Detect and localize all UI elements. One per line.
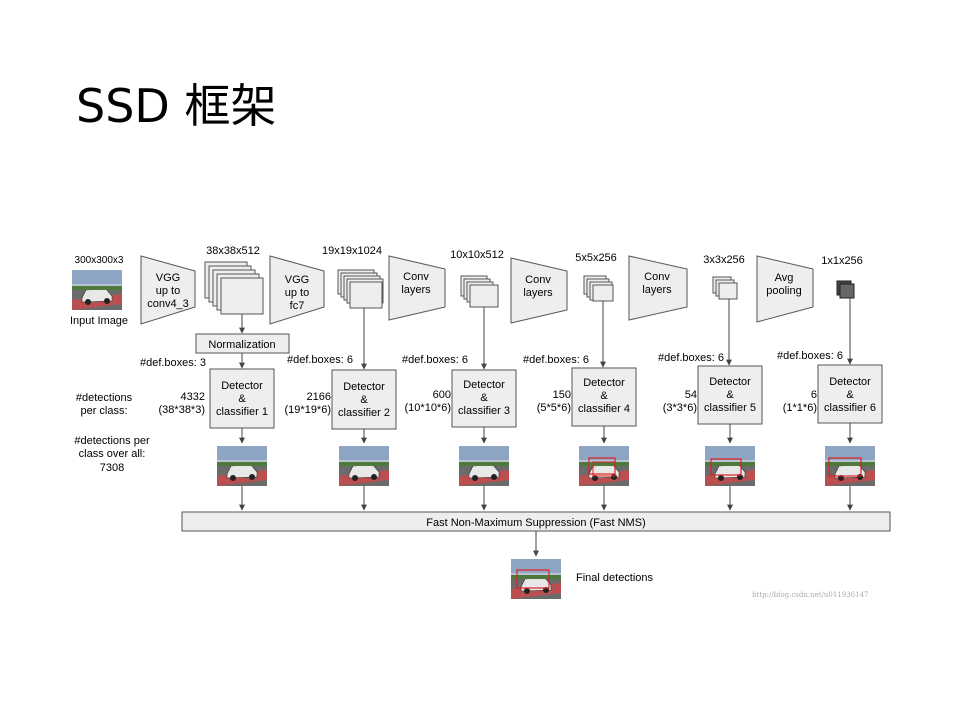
detector-1-formula: (38*38*3) <box>159 404 205 416</box>
defboxes-1: #def.boxes: 3 <box>140 357 206 369</box>
detector-3-count: 600 <box>433 389 451 401</box>
conv-layers-3-block <box>628 255 688 321</box>
vgg-conv4-l2: up to <box>156 285 180 297</box>
detector-3-l1: Detector <box>463 379 505 391</box>
detector-6-box <box>817 364 883 424</box>
detector-4-l1: Detector <box>583 377 625 389</box>
feature-map-5-stack <box>712 276 738 300</box>
detection-thumb-4 <box>578 445 630 487</box>
detector-5-formula: (3*3*6) <box>663 402 697 414</box>
watermark: http://blog.csdn.net/u011936147 <box>752 591 868 599</box>
detector-1-l3: classifier 1 <box>216 406 268 418</box>
overall-label-l3: 7308 <box>100 462 124 474</box>
input-image <box>71 269 123 311</box>
detector-edges <box>239 423 853 444</box>
conv-layers-3-l2: layers <box>642 284 672 296</box>
input-size-label: 300x300x3 <box>75 255 124 266</box>
detector-4-l3: classifier 4 <box>578 403 630 415</box>
detector-4-count: 150 <box>553 389 571 401</box>
overall-label-l1: #detections per <box>74 435 150 447</box>
detector-5-count: 54 <box>685 389 697 401</box>
vgg-conv4-l1: VGG <box>156 272 180 284</box>
final-detections-label: Final detections <box>576 572 654 584</box>
conv-layers-1-block <box>388 255 446 321</box>
feature-map-1-size: 38x38x512 <box>206 245 260 257</box>
nms-label: Fast Non-Maximum Suppression (Fast NMS) <box>426 517 645 529</box>
defboxes-5: #def.boxes: 6 <box>658 352 724 364</box>
vgg-fc7-l3: fc7 <box>290 300 305 312</box>
detection-thumb-6 <box>824 445 876 487</box>
input-image-label: Input Image <box>70 315 128 327</box>
conv-layers-2-l1: Conv <box>525 274 551 286</box>
detection-thumb-3 <box>458 445 510 487</box>
feature-map-6-size: 1x1x256 <box>821 255 863 267</box>
conv-layers-2-block <box>510 257 568 324</box>
feature-map-4-size: 5x5x256 <box>575 252 617 264</box>
vgg-conv4-block <box>140 255 196 325</box>
defboxes-2: #def.boxes: 6 <box>287 354 353 366</box>
conv-layers-2-l2: layers <box>523 287 553 299</box>
detector-3-box <box>451 369 517 428</box>
detector-1-l1: Detector <box>221 380 263 392</box>
vgg-fc7-l1: VGG <box>285 274 309 286</box>
feature-map-2-stack <box>337 269 384 309</box>
detector-2-box <box>331 369 397 430</box>
vgg-conv4-l3: conv4_3 <box>147 298 189 310</box>
overall-label-l2: class over all: <box>79 448 146 460</box>
conv-layers-3-l1: Conv <box>644 271 670 283</box>
conv-layers-1-l1: Conv <box>403 271 429 283</box>
detection-thumb-1 <box>216 445 268 487</box>
detection-thumb-2 <box>338 445 390 487</box>
thumb-edges <box>239 486 853 511</box>
detector-4-box <box>571 367 637 427</box>
feature-map-2-size: 19x19x1024 <box>322 245 382 257</box>
avg-pooling-l1: Avg <box>775 272 794 284</box>
detector-1-count: 4332 <box>181 391 205 403</box>
feature-map-5-size: 3x3x256 <box>703 254 745 266</box>
feature-map-3-size: 10x10x512 <box>450 249 504 261</box>
defboxes-3: #def.boxes: 6 <box>402 354 468 366</box>
per-class-label-l1: #detections <box>76 392 133 404</box>
detector-6-l1: Detector <box>829 376 871 388</box>
detector-2-formula: (19*19*6) <box>285 404 331 416</box>
detector-6-formula: (1*1*6) <box>783 402 817 414</box>
vgg-fc7-l2: up to <box>285 287 309 299</box>
detector-6-l2: & <box>846 389 854 401</box>
detector-5-l2: & <box>726 389 734 401</box>
avg-pooling-block <box>756 255 814 323</box>
detector-6-l3: classifier 6 <box>824 402 876 414</box>
detector-2-l3: classifier 2 <box>338 407 390 419</box>
conv-layers-1-l2: layers <box>401 284 431 296</box>
defboxes-6: #def.boxes: 6 <box>777 350 843 362</box>
avg-pooling-l2: pooling <box>766 285 801 297</box>
defboxes-4: #def.boxes: 6 <box>523 354 589 366</box>
detector-4-l2: & <box>600 390 608 402</box>
detector-2-l1: Detector <box>343 381 385 393</box>
detector-3-l2: & <box>480 392 488 404</box>
feature-map-4-stack <box>583 275 614 302</box>
detector-3-l3: classifier 3 <box>458 405 510 417</box>
detector-6-count: 6 <box>811 389 817 401</box>
detection-thumb-5 <box>704 445 756 487</box>
detector-5-l1: Detector <box>709 376 751 388</box>
slide-title: SSD 框架 <box>76 79 277 133</box>
feature-map-6-stack <box>836 280 855 299</box>
detector-4-formula: (5*5*6) <box>537 402 571 414</box>
detector-2-l2: & <box>360 394 368 406</box>
detector-2-count: 2166 <box>307 391 331 403</box>
feature-map-3-stack <box>460 275 499 308</box>
vgg-fc7-block <box>269 255 325 325</box>
feature-edges <box>239 298 853 370</box>
detector-5-l3: classifier 5 <box>704 402 756 414</box>
per-class-label-l2: per class: <box>80 405 127 417</box>
detector-3-formula: (10*10*6) <box>405 402 451 414</box>
detector-1-l2: & <box>238 393 246 405</box>
final-detections-image <box>510 558 562 600</box>
feature-map-1-stack <box>204 261 264 315</box>
detector-5-box <box>697 365 763 425</box>
normalization-label: Normalization <box>208 339 275 351</box>
